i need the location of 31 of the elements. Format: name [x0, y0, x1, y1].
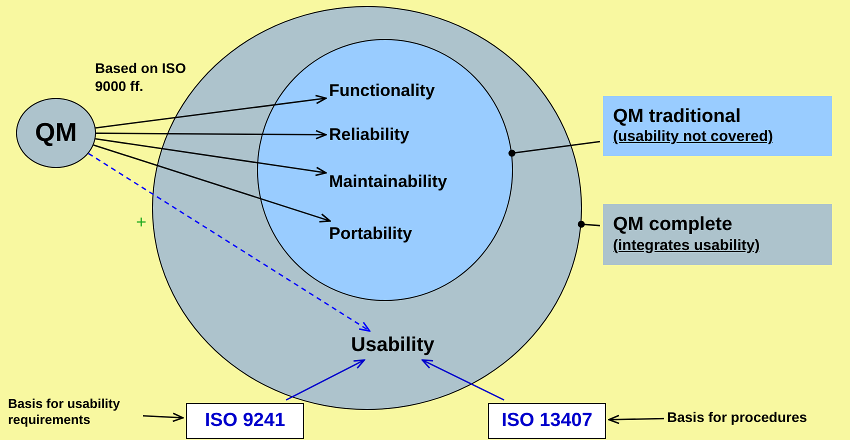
box-heading: QM complete: [613, 214, 732, 237]
arrow: [96, 130, 327, 140]
attribute-label: Functionality: [329, 81, 435, 101]
annotation-text: Basis for procedures: [667, 409, 808, 425]
box-subtext: (integrates usability): [613, 236, 760, 255]
arrow: [88, 152, 370, 332]
callout-box: [603, 96, 832, 156]
arrow: [286, 359, 366, 401]
box-heading: QM traditional: [613, 106, 741, 128]
callout-box: [603, 204, 832, 265]
plus-sign: +: [136, 212, 147, 233]
arrow: [422, 359, 504, 401]
box-heading: ISO 13407: [502, 410, 592, 432]
annotation-text: Based on ISO 9000 ff.: [95, 60, 188, 95]
arrow: [608, 414, 664, 424]
attribute-label: Usability: [351, 334, 434, 357]
leader-line: [508, 140, 600, 157]
leader-line: [578, 220, 600, 228]
node-label: QM: [35, 117, 77, 149]
standard-box: [186, 403, 304, 439]
annotation-text: Basis for usability requirements: [8, 396, 140, 428]
arrow: [93, 144, 331, 222]
arrow: [142, 412, 184, 422]
arrow: [95, 94, 327, 129]
attribute-label: Reliability: [329, 125, 410, 145]
attribute-label: Portability: [329, 224, 412, 244]
attribute-label: Maintainability: [329, 172, 448, 192]
arrow: [95, 138, 327, 176]
standard-box: [488, 403, 606, 439]
box-subtext: (usability not covered): [613, 128, 774, 146]
box-heading: ISO 9241: [204, 410, 286, 432]
